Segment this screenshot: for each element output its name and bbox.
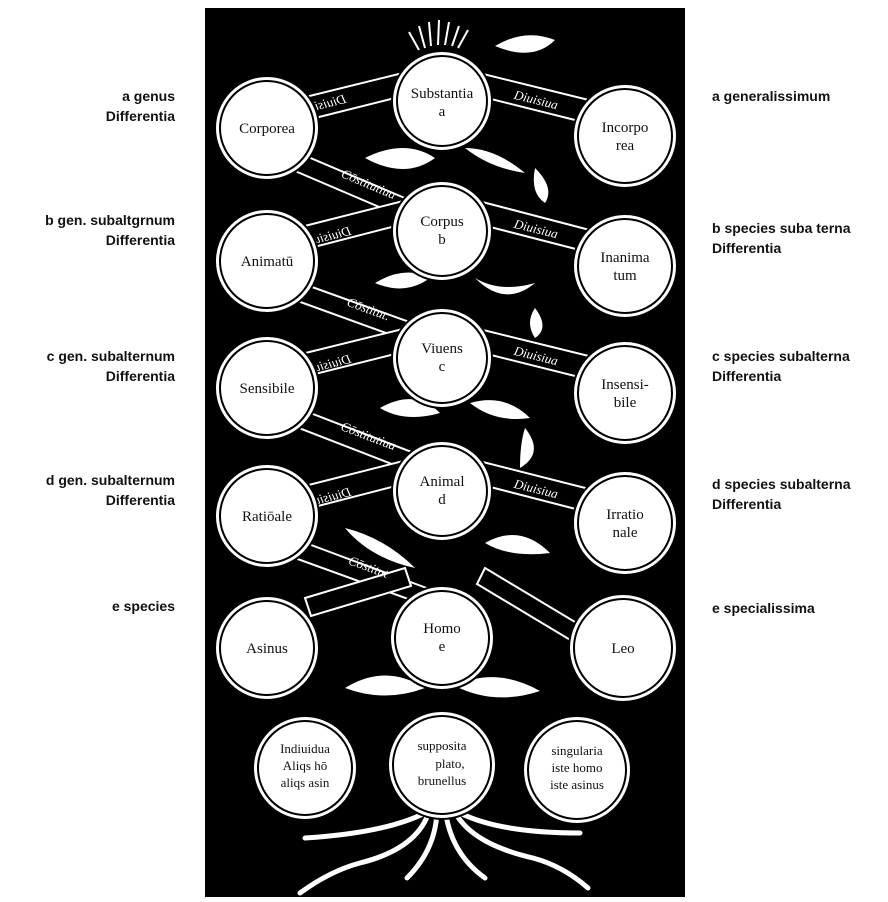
node-viuens-line2: c [439,359,446,375]
node-animatum-line1: Animatū [241,254,294,270]
node-irrationale: Irratio nale [572,470,678,576]
node-homo-line2: e [439,639,446,655]
right-label-b: b species suba terna Differentia [712,218,851,258]
leaf-ornament-icon [345,675,540,698]
node-leo-line1: Leo [611,641,634,657]
node-animatum: Animatū [214,208,320,314]
leaf-ornament-icon [375,272,543,338]
node-animal: Animal d [391,440,493,542]
left-label-a: a genus Differentia [106,86,175,126]
node-incorporea-line1: Incorpo [602,120,649,136]
node-singularia-line1: singularia [551,743,602,758]
right-label-a-line1: a generalissimum [712,88,831,104]
node-sensibile-line1: Sensibile [240,381,295,397]
node-indiuidua: Indiuidua Aliqs hō aliqs asin [252,715,358,821]
right-label-d-line2: Differentia [712,496,782,512]
node-corpus: Corpus b [391,180,493,282]
node-substantia: Substantia a [391,50,493,152]
right-label-d-line1: d species subalterna [712,476,851,492]
left-label-c-line2: Differentia [105,368,175,384]
node-supposita-line2: plato, [435,756,464,771]
node-asinus-line1: Asinus [246,641,288,657]
decorative-flourishes [297,19,591,896]
node-homo-line1: Homo [423,621,461,637]
node-substantia-line1: Substantia [411,86,474,102]
node-animal-line2: d [438,492,446,508]
node-corpus-line2: b [438,232,446,248]
node-supposita: supposita plato, brunellus [387,710,497,820]
left-column: Corporea Animatū Sensibile Ratiōale Asin… [214,75,320,701]
node-indiuidua-line3: aliqs asin [281,775,330,790]
right-label-a: a generalissimum [712,86,830,106]
right-label-b-line1: b species suba terna [712,220,851,236]
node-supposita-line1: supposita [417,738,466,753]
node-supposita-line3: brunellus [418,773,466,788]
left-label-d: d gen. subalternum Differentia [46,470,175,510]
right-label-c: c species subalterna Differentia [712,346,850,386]
node-inanimatum: Inanima tum [572,213,678,319]
node-animal-line1: Animal [420,474,465,490]
node-insensibile: Insensi- bile [572,340,678,446]
right-label-e: e specialissima [712,598,815,618]
node-inanimatum-line1: Inanima [600,250,649,266]
node-viuens-line1: Viuens [421,341,463,357]
left-label-d-line2: Differentia [105,492,175,508]
leaf-ornament-icon [533,168,549,203]
left-label-b-line2: Differentia [105,232,175,248]
leaf-ornament-icon [380,399,534,468]
porphyry-tree: Diuisiua Diuisiua Cōstitutiua Diuisiua D… [205,8,685,897]
node-viuens: Viuens c [391,307,493,409]
node-corporea: Corporea [214,75,320,181]
left-label-e-line1: e species [111,598,175,614]
node-singularia: singularia iste homo iste asinus [522,715,632,825]
node-homo: Homo e [389,585,495,691]
left-label-c: c gen. subalternum Differentia [47,346,175,386]
node-leo: Leo [568,593,678,703]
left-label-a-line2: Differentia [105,108,175,124]
node-insensibile-line1: Insensi- [601,377,649,393]
left-label-b: b gen. subaltgrnum Differentia [45,210,175,250]
left-label-a-line1: a genus [122,88,175,104]
node-substantia-line2: a [439,104,446,120]
node-indiuidua-line2: Aliqs hō [283,758,327,773]
node-irrationale-line1: Irratio [606,507,643,523]
node-corpus-line1: Corpus [420,214,464,230]
right-label-e-line1: e specialissima [712,600,815,616]
left-label-e: e species [112,596,175,616]
right-label-b-line2: Differentia [712,240,782,256]
crown-rays-icon [408,19,469,51]
right-label-c-line2: Differentia [712,368,782,384]
node-singularia-line3: iste asinus [550,777,604,792]
node-incorporea: Incorpo rea [572,83,678,189]
node-insensibile-line2: bile [614,395,637,411]
node-irrationale-line2: nale [613,525,638,541]
left-label-b-line1: b gen. subaltgrnum [45,212,175,228]
node-singularia-line2: iste homo [552,760,603,775]
bottom-row: Indiuidua Aliqs hō aliqs asin supposita … [252,710,632,825]
right-label-d: d species subalterna Differentia [712,474,851,514]
left-label-c-line1: c gen. subalternum [46,348,175,364]
node-inanimatum-line2: tum [613,268,637,284]
leaf-ornament-icon [345,528,550,568]
left-label-d-line1: d gen. subalternum [45,472,175,488]
center-column: Substantia a Corpus b Viuens c Animal d … [389,50,495,691]
right-label-c-line1: c species subalterna [712,348,850,364]
leaf-ornament-icon [365,148,525,173]
node-asinus: Asinus [214,595,320,701]
node-indiuidua-line1: Indiuidua [280,741,330,756]
porphyry-tree-panel: Diuisiua Diuisiua Cōstitutiua Diuisiua D… [205,8,685,897]
node-sensibile: Sensibile [214,335,320,441]
node-rationale: Ratiōale [214,463,320,569]
node-rationale-line1: Ratiōale [242,509,292,525]
node-corporea-line1: Corporea [239,121,295,137]
fish-ornament-icon [495,35,555,53]
node-incorporea-line2: rea [616,138,635,154]
right-column: Incorpo rea Inanima tum Insensi- bile Ir… [568,83,678,703]
